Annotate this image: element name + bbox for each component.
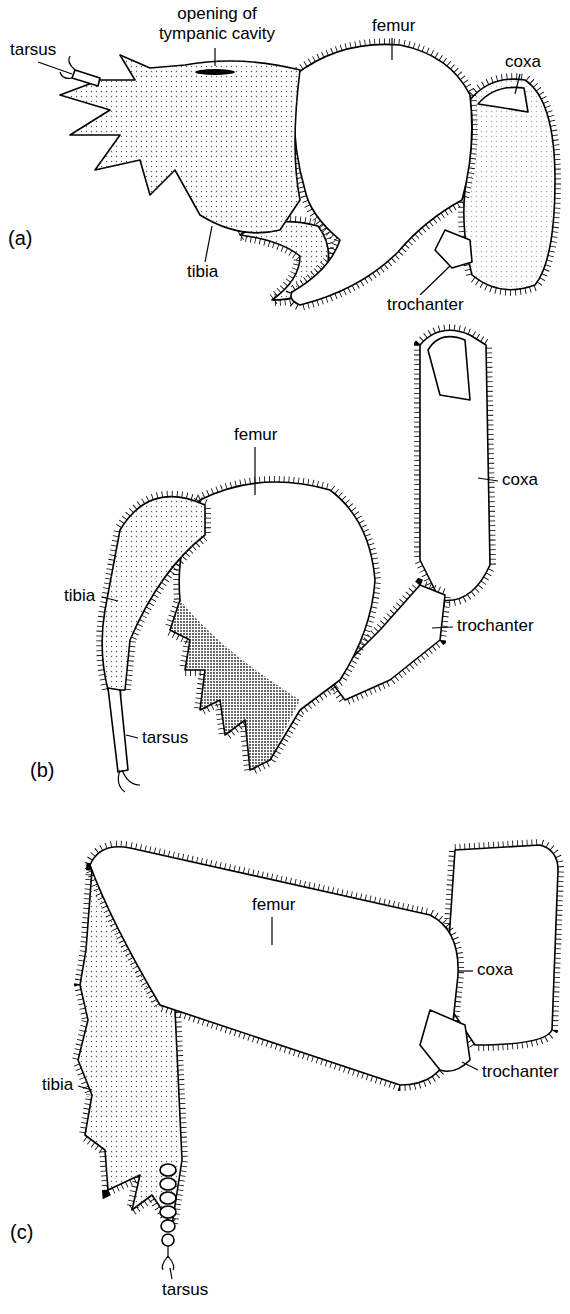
panel-letter: (b) [28,760,56,780]
leader-lines [38,38,520,1279]
leg-c [78,845,558,1270]
part-label: coxa [475,960,515,980]
part-label: coxa [500,470,540,490]
part-label: trochanter [480,1062,561,1082]
part-label: opening of tympanic cavity [140,4,294,44]
part-label: coxa [503,52,543,72]
panel-letter: (a) [6,228,34,248]
part-label: tibia [62,586,97,606]
part-label: tarsus [140,728,190,748]
part-label: femur [250,895,297,915]
part-label: tarsus [8,40,58,60]
part-label: trochanter [455,616,536,636]
part-label: femur [232,425,279,445]
leg-b [102,330,490,792]
part-label: trochanter [385,295,466,315]
part-label: tibia [185,262,220,282]
part-label: femur [370,16,417,36]
leg-a [60,44,555,305]
part-label: tibia [40,1075,75,1095]
panel-letter: (c) [8,1222,35,1242]
part-label: tarsus [160,1280,210,1300]
